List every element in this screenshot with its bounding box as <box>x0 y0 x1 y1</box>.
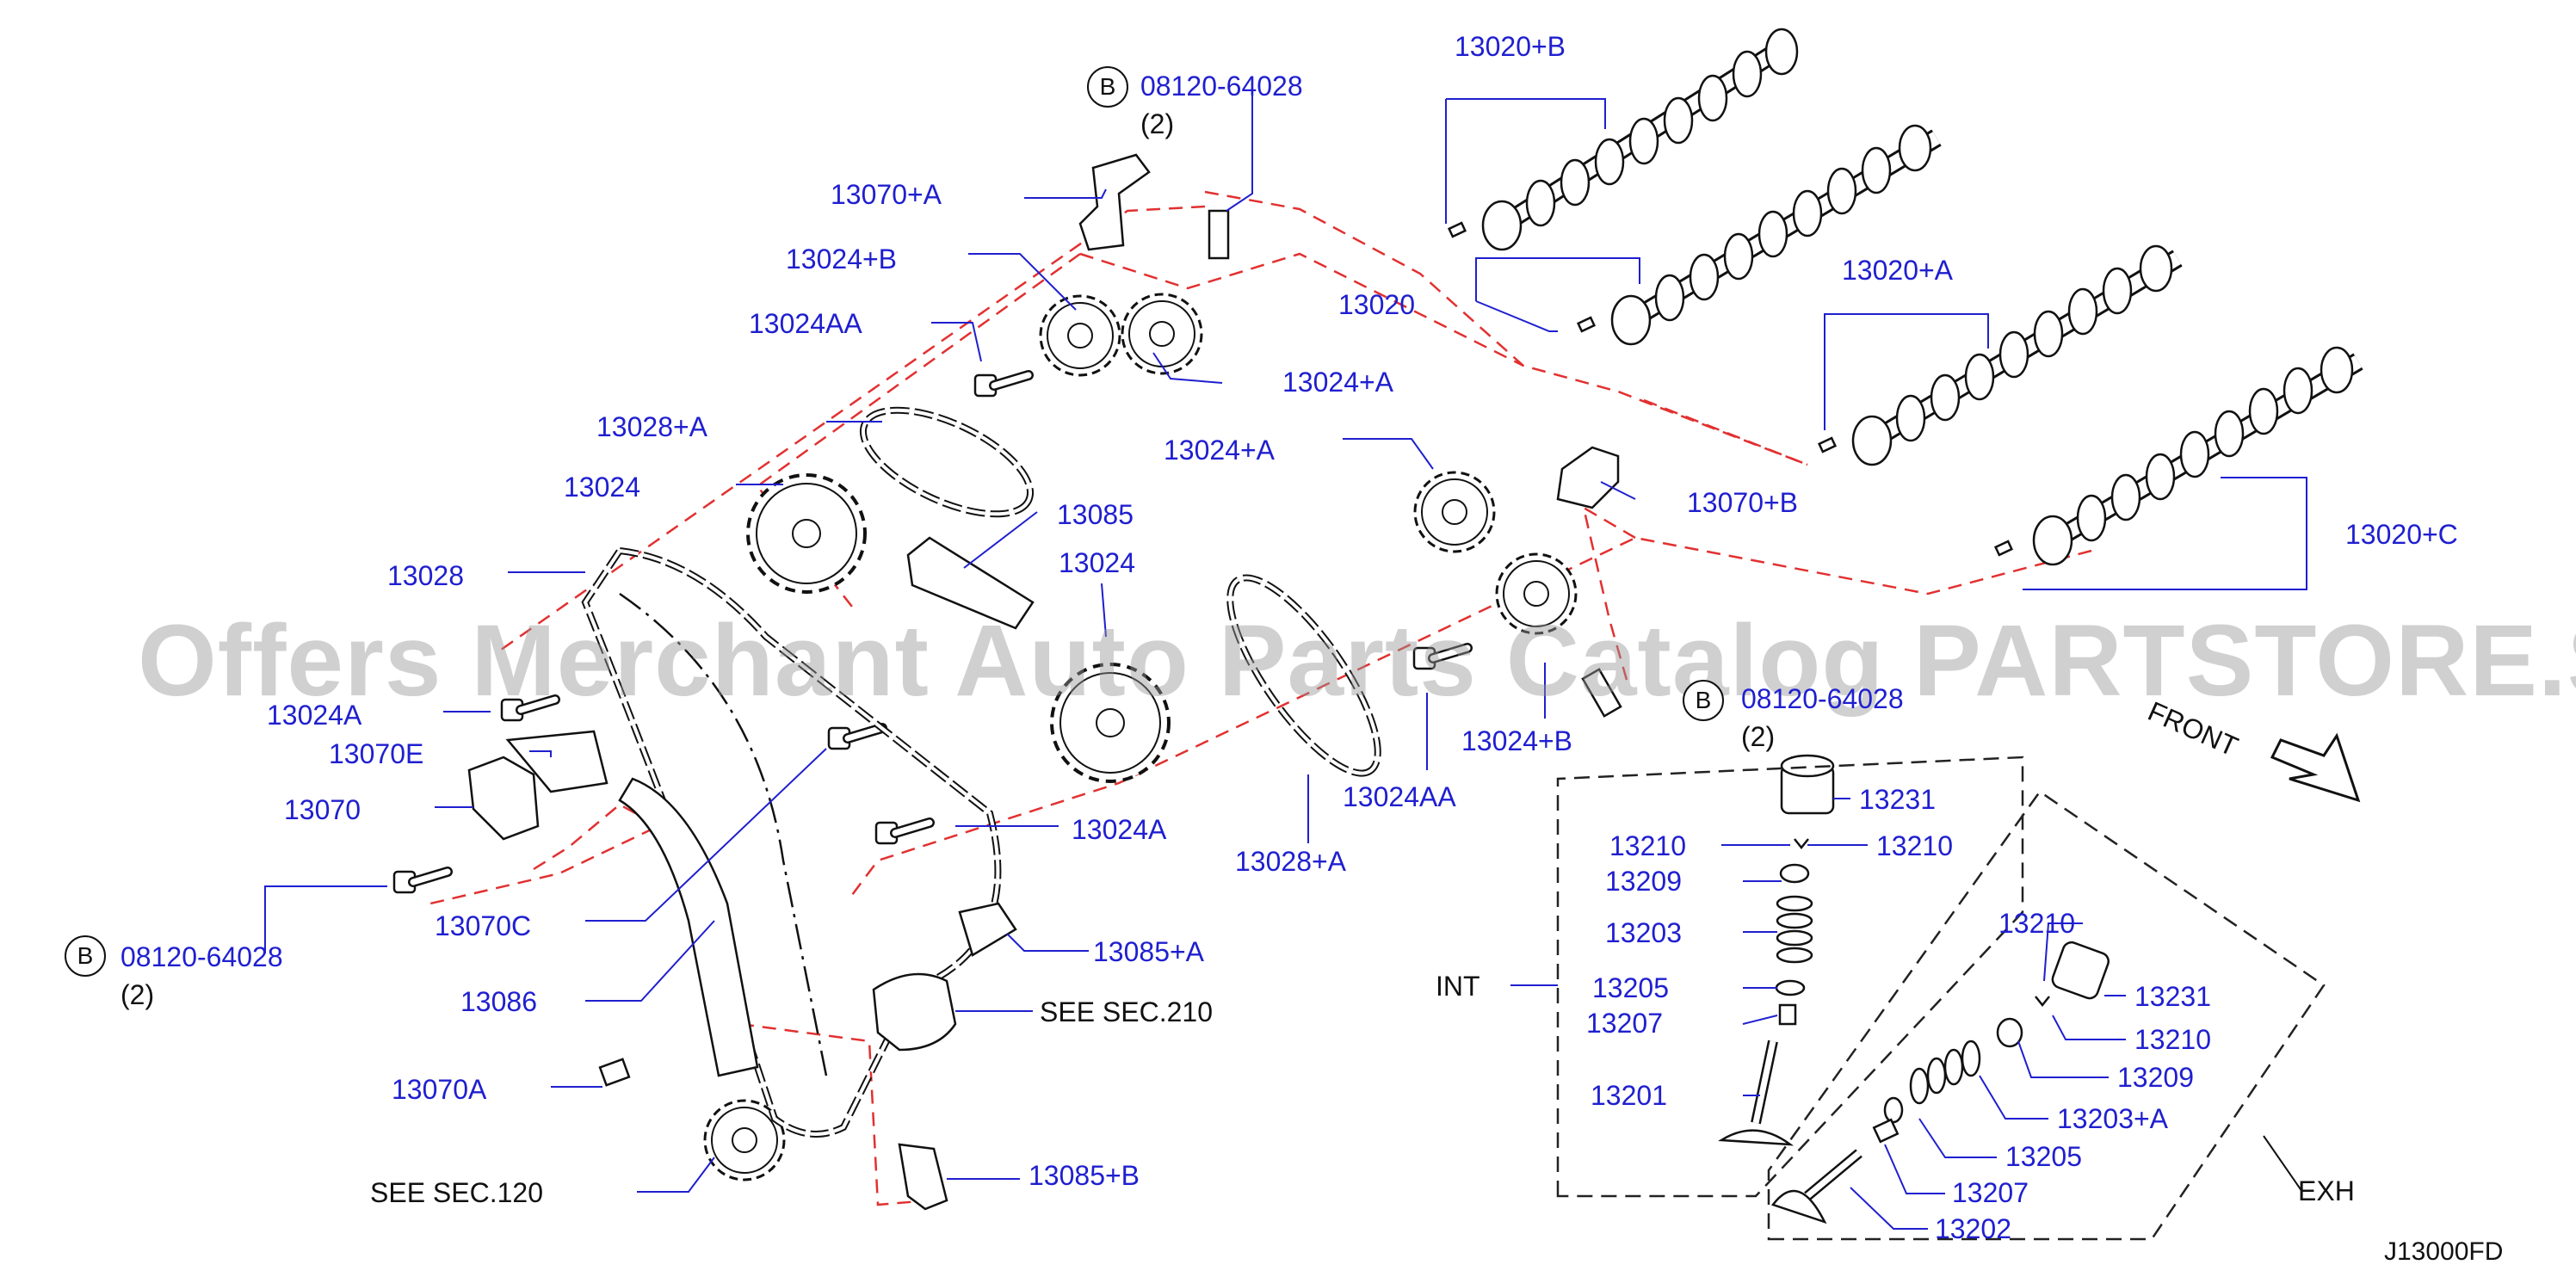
tensioner-13070 <box>467 756 540 841</box>
label-13024aa-upper[interactable]: 13024AA <box>749 308 862 339</box>
label-exh-13203-a[interactable]: 13203+A <box>2057 1103 2169 1134</box>
front-arrow-icon <box>2270 732 2361 803</box>
sprocket-13024-a-upper <box>1121 293 1203 375</box>
camshaft-13020-b <box>1447 28 1799 251</box>
label-int-13210-left[interactable]: 13210 <box>1609 830 1686 861</box>
label-13085-b[interactable]: 13085+B <box>1029 1160 1140 1191</box>
label-13024-b-upper[interactable]: 13024+B <box>786 244 898 275</box>
label-13070-a-upper[interactable]: 13070+A <box>831 179 942 210</box>
camshaft-13020 <box>1576 124 1942 346</box>
label-13028[interactable]: 13028 <box>387 560 464 591</box>
label-13024-b-right[interactable]: 13024+B <box>1461 725 1573 756</box>
label-exh-13209[interactable]: 13209 <box>2117 1062 2194 1093</box>
label-13070e[interactable]: 13070E <box>329 738 424 769</box>
ref-sec210: SEE SEC.210 <box>1040 996 1213 1027</box>
bolt-08120-right <box>1581 668 1622 718</box>
qty-right: (2) <box>1741 721 1776 752</box>
label-exh-13202[interactable]: 13202 <box>1935 1213 2011 1244</box>
qty-left: (2) <box>120 979 155 1010</box>
label-13020-c[interactable]: 13020+C <box>2345 519 2458 550</box>
label-int: INT <box>1436 971 1480 1002</box>
label-13020-a[interactable]: 13020+A <box>1842 255 1954 286</box>
label-exh-13231[interactable]: 13231 <box>2134 981 2211 1012</box>
bolt-08120-top <box>1208 209 1230 260</box>
label-13024-a-upper[interactable]: 13024+A <box>1282 367 1394 398</box>
diagram-code: J13000FD <box>2384 1237 2504 1266</box>
label-int-13231[interactable]: 13231 <box>1859 784 1936 815</box>
label-exh-13210-top[interactable]: 13210 <box>1998 908 2075 939</box>
label-13070a[interactable]: 13070A <box>392 1074 487 1105</box>
guide-13085-b <box>898 1143 948 1211</box>
label-08120-64028-right[interactable]: 08120-64028 <box>1741 683 1904 714</box>
label-13020[interactable]: 13020 <box>1338 289 1415 320</box>
label-13085-a[interactable]: 13085+A <box>1093 936 1205 967</box>
callout-b-icon: B <box>1683 680 1724 721</box>
camshaft-13020-a <box>1817 244 2183 466</box>
int-box <box>1556 756 2024 1198</box>
valve-int-parts <box>1718 754 1835 1146</box>
label-13028-a-lower[interactable]: 13028+A <box>1235 846 1347 877</box>
label-13024-upper[interactable]: 13024 <box>564 472 640 503</box>
label-13070[interactable]: 13070 <box>284 794 361 825</box>
label-13020-b[interactable]: 13020+B <box>1455 31 1566 62</box>
label-13070-b[interactable]: 13070+B <box>1687 487 1799 518</box>
leader-lines <box>264 90 2307 1230</box>
label-exh-13210[interactable]: 13210 <box>2134 1024 2211 1055</box>
sprocket-13024-a-right <box>1413 471 1496 553</box>
label-int-13203[interactable]: 13203 <box>1605 917 1682 948</box>
label-08120-64028-top[interactable]: 08120-64028 <box>1140 71 1303 102</box>
callout-b-icon: B <box>1087 66 1128 108</box>
guide-13085-a <box>958 902 1017 957</box>
pump-sec210 <box>872 972 957 1052</box>
exh-box <box>1767 790 2326 1241</box>
tensioner-13070-a <box>1078 153 1151 251</box>
gasket-13070e <box>505 730 608 793</box>
label-13028-a-upper[interactable]: 13028+A <box>596 411 708 442</box>
label-exh: EXH <box>2298 1175 2355 1206</box>
tensioner-13070-b <box>1556 446 1620 509</box>
bolt-08120-left <box>394 872 448 892</box>
bolt-13024a-lower <box>876 823 930 843</box>
watermark-text: Offers Merchant Auto Parts Catalog PARTS… <box>138 604 2576 718</box>
bolt-13070a <box>598 1058 631 1087</box>
label-int-13210-right[interactable]: 13210 <box>1876 830 1953 861</box>
label-int-13201[interactable]: 13201 <box>1591 1080 1667 1111</box>
label-13086[interactable]: 13086 <box>460 986 537 1017</box>
bolt-13024a-mid <box>829 728 882 749</box>
sprocket-13024-b-upper <box>1039 294 1121 377</box>
guide-13086 <box>618 777 759 1077</box>
label-13070c[interactable]: 13070C <box>435 910 532 941</box>
label-int-13205[interactable]: 13205 <box>1592 972 1669 1003</box>
label-int-13207[interactable]: 13207 <box>1586 1008 1663 1039</box>
label-13024a-lower[interactable]: 13024A <box>1072 814 1167 845</box>
camshaft-13020-c <box>1993 346 2363 566</box>
label-exh-13205[interactable]: 13205 <box>2005 1141 2082 1172</box>
label-13085[interactable]: 13085 <box>1057 499 1134 530</box>
label-exh-13207[interactable]: 13207 <box>1952 1177 2029 1208</box>
label-08120-64028-left[interactable]: 08120-64028 <box>120 941 283 972</box>
qty-top: (2) <box>1140 108 1175 139</box>
label-13024aa-right[interactable]: 13024AA <box>1343 781 1456 812</box>
label-13024-a-right[interactable]: 13024+A <box>1164 435 1276 466</box>
ref-sec120: SEE SEC.120 <box>370 1177 543 1208</box>
label-int-13209[interactable]: 13209 <box>1605 866 1682 897</box>
bolt-13024aa-upper <box>975 375 1029 396</box>
valve-exh-parts <box>1770 941 2110 1225</box>
guide-13085 <box>906 536 1035 630</box>
label-13024a-left[interactable]: 13024A <box>267 700 362 731</box>
callout-b-icon: B <box>65 935 106 977</box>
sprocket-13024-upper <box>746 473 867 594</box>
label-13024-lower[interactable]: 13024 <box>1059 547 1135 578</box>
